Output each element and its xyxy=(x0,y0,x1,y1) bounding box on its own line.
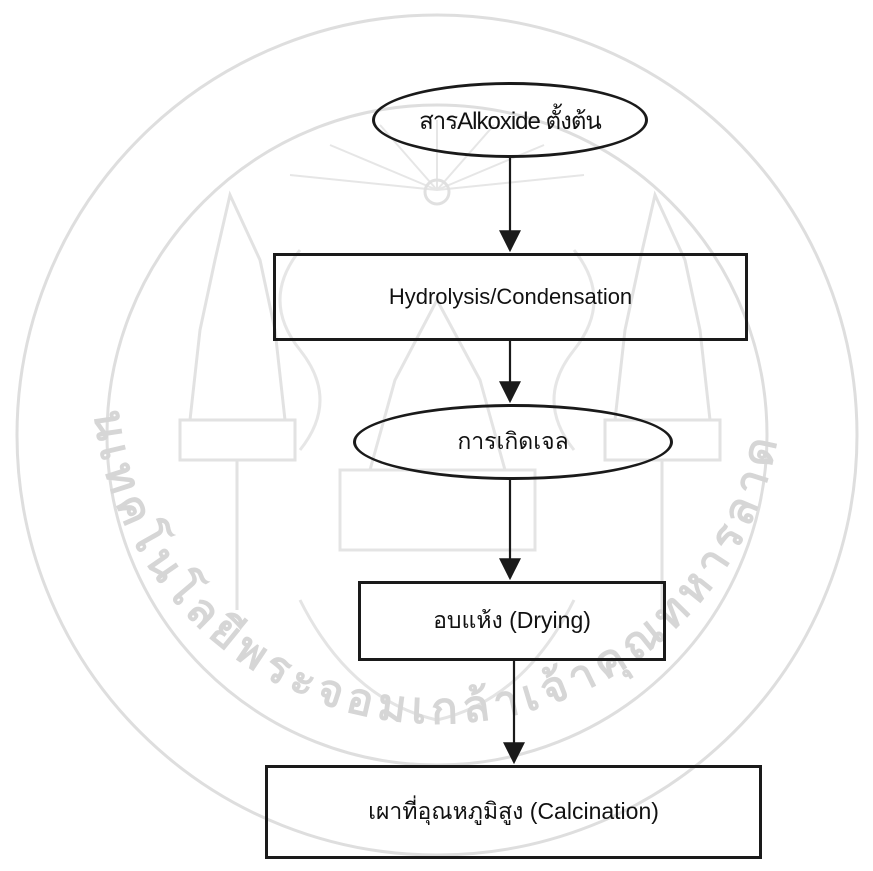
flow-node-label: สารAlkoxide ตั้งต้น xyxy=(419,107,602,135)
flow-node-label: เผาที่อุณหภูมิสูง (Calcination) xyxy=(368,798,659,824)
flow-node-label: การเกิดเจล xyxy=(457,428,569,454)
flow-node-label: อบแห้ง (Drying) xyxy=(433,607,591,633)
flow-node-hydrolysis-condensation: Hydrolysis/Condensation xyxy=(273,253,748,341)
flow-node-start-alkoxide: สารAlkoxide ตั้งต้น xyxy=(372,82,648,158)
flow-node-calcination: เผาที่อุณหภูมิสูง (Calcination) xyxy=(265,765,762,859)
flow-node-label: Hydrolysis/Condensation xyxy=(388,284,633,309)
flow-node-gel-formation: การเกิดเจล xyxy=(353,404,673,480)
flow-node-drying: อบแห้ง (Drying) xyxy=(358,581,666,661)
